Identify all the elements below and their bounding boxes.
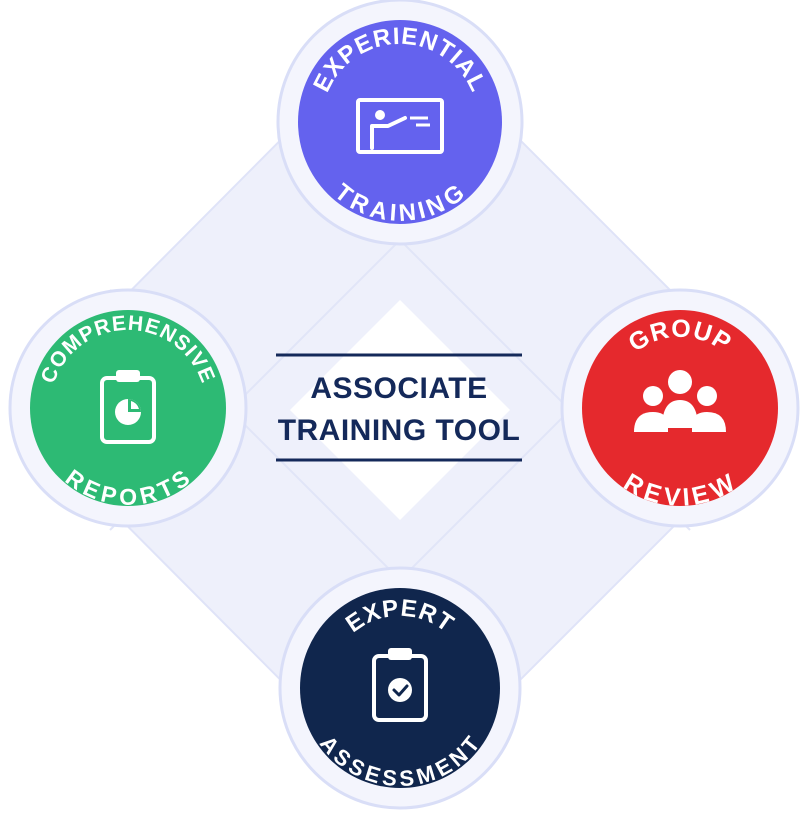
node-group-review: GROUP REVIEW (560, 288, 800, 528)
node-expert-assessment: EXPERT ASSESSMENT (278, 566, 522, 810)
title-line-2: TRAINING TOOL (278, 414, 521, 447)
center-title: ASSOCIATE TRAINING TOOL (276, 353, 522, 462)
node-experiential-training: EXPERIENTIAL TRAINING (276, 0, 524, 246)
diamond-cross-lines (109, 129, 691, 691)
presentation-board-icon (356, 98, 444, 154)
clipboard-pie-chart-icon (100, 370, 156, 444)
node-comprehensive-reports: COMPREHENSIVE REPORTS (8, 288, 248, 528)
title-line-1: ASSOCIATE (310, 372, 487, 405)
people-group-icon (634, 370, 726, 432)
clipboard-check-icon (372, 648, 428, 722)
